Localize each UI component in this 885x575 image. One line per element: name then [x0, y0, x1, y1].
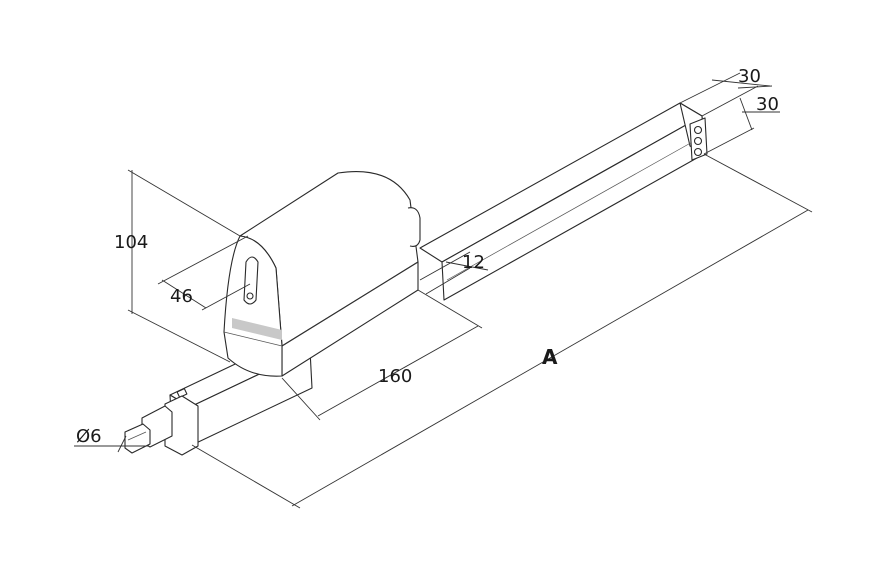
dim-label-housing-length: 160: [378, 366, 412, 387]
dim-label-top-height: 30: [756, 94, 779, 115]
screw-icon: [693, 147, 703, 157]
dim-motor-height: 104: [114, 169, 241, 363]
dim-shaft-diameter: Ø6: [74, 426, 148, 453]
shaft-assembly: [124, 395, 199, 456]
dim-rod-offset: 12: [419, 251, 489, 295]
end-bracket: [689, 117, 708, 161]
dim-housing-length: 160: [281, 289, 483, 421]
dim-label-overall-length: A: [542, 345, 558, 369]
dim-label-rod-offset: 12: [462, 252, 485, 273]
dim-label-motor-height: 104: [114, 232, 148, 253]
dim-top: 30 30: [679, 66, 780, 155]
dim-motor-depth: 46: [157, 235, 251, 311]
dim-overall-length: A: [191, 153, 813, 509]
dim-label-top-width: 30: [738, 66, 761, 87]
dim-label-motor-depth: 46: [170, 286, 193, 307]
screw-icon: [693, 136, 703, 146]
screw-icon: [693, 125, 703, 135]
motor-housing: [223, 170, 421, 377]
dim-label-shaft-diameter: Ø6: [76, 426, 102, 447]
